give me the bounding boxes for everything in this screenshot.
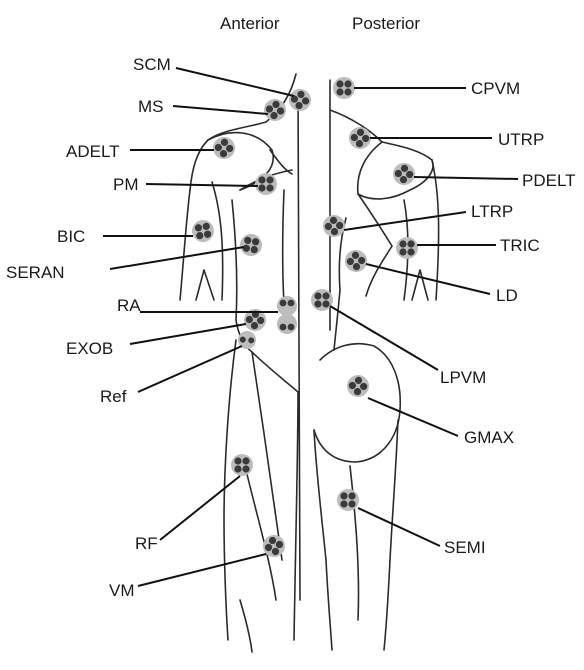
label-ld: LD	[496, 286, 518, 305]
leader-ld	[366, 264, 490, 294]
label-utrp: UTRP	[498, 130, 544, 149]
label-rf: RF	[135, 534, 158, 553]
electrode-ra-lower	[277, 314, 297, 334]
label-semi: SEMI	[444, 538, 486, 557]
electrode-ld	[341, 246, 372, 277]
electrode-scm	[285, 85, 316, 116]
leader-ms	[173, 106, 268, 114]
electrode-rf	[231, 454, 253, 476]
heading-anterior: Anterior	[220, 14, 280, 33]
label-seran: SERAN	[6, 263, 65, 282]
electrode-bic	[190, 218, 215, 243]
label-adelt: ADELT	[66, 142, 120, 161]
leader-scm	[176, 68, 294, 96]
leader-pdelt	[414, 177, 518, 179]
leader-lpvm	[330, 306, 438, 370]
label-bic: BIC	[57, 227, 85, 246]
label-scm: SCM	[133, 55, 171, 74]
electrode-pdelt	[389, 159, 420, 190]
posterior-body-outline	[314, 80, 439, 650]
leader-ltrp	[344, 212, 466, 230]
label-pdelt: PDELT	[522, 171, 576, 190]
electrode-cpvm	[333, 77, 355, 99]
leader-pm	[146, 184, 258, 186]
electrode-lpvm	[311, 289, 333, 311]
label-ms: MS	[138, 97, 164, 116]
label-tric: TRIC	[500, 236, 540, 255]
leader-rf	[160, 476, 240, 540]
electrode-semi	[337, 489, 359, 511]
electrode-ltrp	[319, 211, 350, 242]
electrode-seran	[238, 232, 263, 257]
leader-vm	[138, 554, 266, 586]
electrode-gmax	[343, 371, 374, 402]
electrode-tric	[396, 237, 418, 259]
anterior-body-outline	[180, 74, 300, 652]
label-exob: EXOB	[66, 339, 113, 358]
electrode-pm	[255, 173, 277, 195]
label-vm: VM	[109, 581, 135, 600]
leader-exob	[130, 324, 246, 344]
leader-lines	[103, 68, 518, 586]
label-cpvm: CPVM	[471, 79, 520, 98]
leader-ref	[138, 346, 242, 392]
leader-seran	[110, 247, 244, 269]
label-gmax: GMAX	[464, 428, 514, 447]
electrode-vm	[259, 531, 289, 561]
leader-gmax	[368, 398, 458, 436]
heading-posterior: Posterior	[352, 14, 420, 33]
label-lpvm: LPVM	[440, 368, 486, 387]
label-ltrp: LTRP	[471, 202, 513, 221]
electrode-exob	[240, 305, 271, 336]
label-ref: Ref	[100, 387, 127, 406]
leader-semi	[358, 508, 440, 546]
label-pm: PM	[113, 175, 139, 194]
electrode-ra-upper	[277, 296, 297, 316]
label-ra: RA	[117, 296, 141, 315]
